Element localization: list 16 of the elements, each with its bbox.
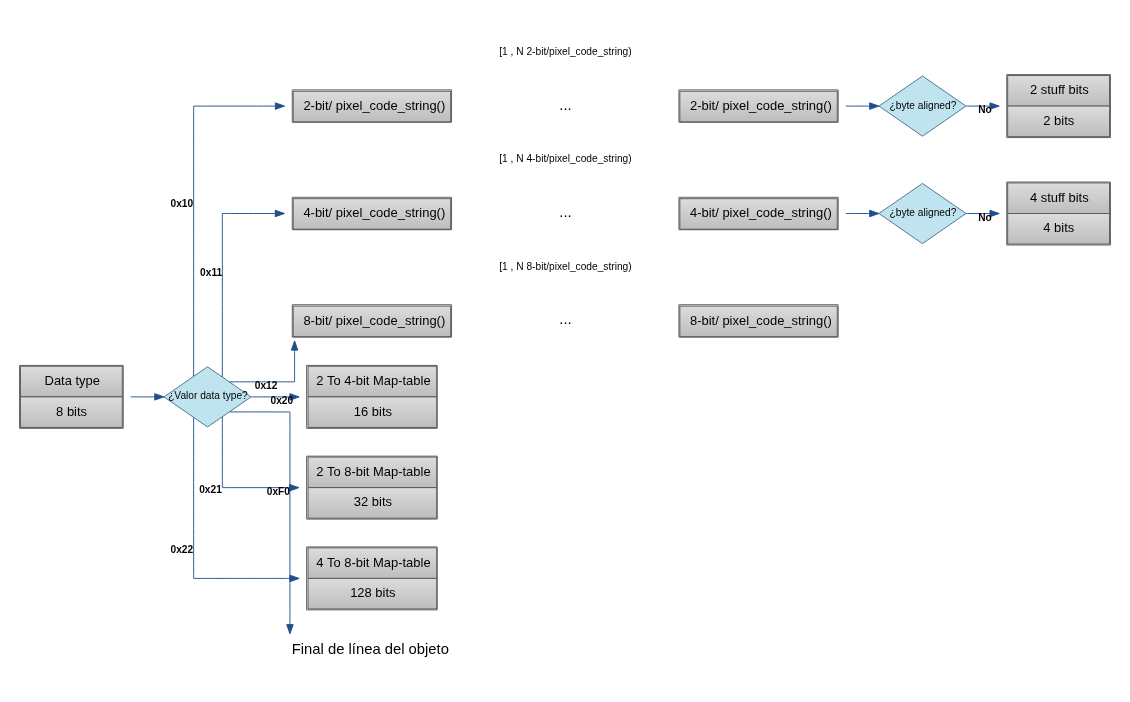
label: ... [559, 96, 572, 113]
edge-label: 0x21 [199, 483, 222, 495]
node-text: Final de línea del objeto [291, 640, 449, 657]
edge-label: 0x12 [254, 379, 278, 391]
label: ... [559, 203, 572, 220]
edge-label: 0x20 [270, 394, 294, 406]
label: ... [559, 310, 572, 327]
edge-label: No [978, 211, 992, 223]
edge-label: 0x10 [170, 197, 194, 209]
edge-label: No [978, 103, 992, 115]
label: [1 , N 8-bit/pixel_code_string) [499, 260, 632, 272]
edge-label: 0x11 [200, 266, 223, 278]
label: [1 , N 2-bit/pixel_code_string) [499, 45, 632, 57]
edge-label: 0x22 [170, 543, 194, 555]
label: [1 , N 4-bit/pixel_code_string) [499, 152, 632, 164]
edge-label: 0xF0 [266, 485, 290, 497]
